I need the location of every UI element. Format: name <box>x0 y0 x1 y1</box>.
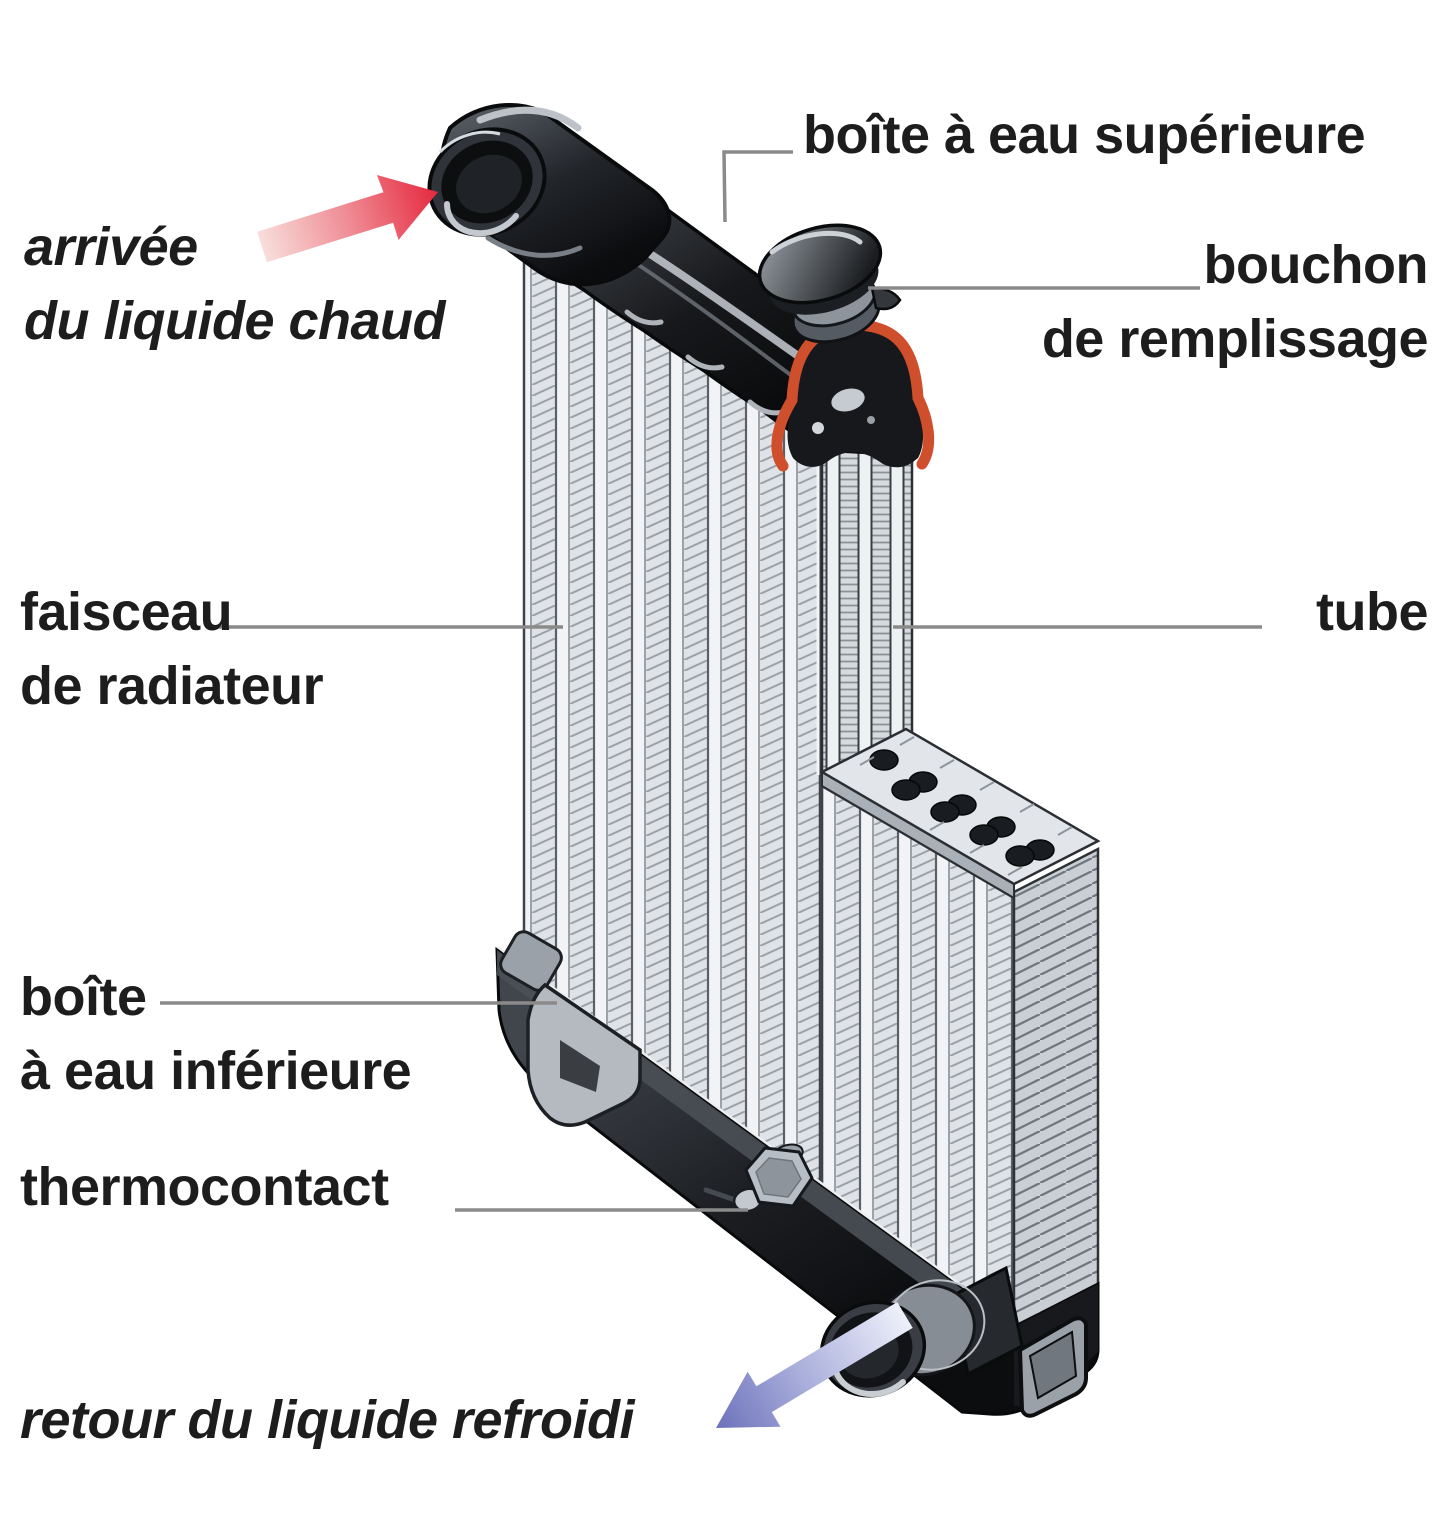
label-bottom-tank: boîte à eau inférieure <box>20 960 412 1108</box>
label-core: faisceau de radiateur <box>20 575 324 723</box>
label-hot-inlet-line2: du liquide chaud <box>24 291 446 351</box>
plate-hole <box>869 749 899 771</box>
label-thermocontact-text: thermocontact <box>20 1157 389 1217</box>
label-hot-inlet: arrivée du liquide chaud <box>24 210 446 358</box>
inlet-pipe-highlight <box>476 106 582 132</box>
core-side-face <box>1012 846 1100 1330</box>
leader-lines <box>160 150 1262 1212</box>
plate-hatch-marks <box>859 736 1073 876</box>
plate-holes <box>859 736 1073 876</box>
bracket-notch <box>560 1040 600 1092</box>
label-thermocontact: thermocontact <box>20 1150 389 1224</box>
thermocontact-fitting <box>703 1143 814 1213</box>
mounting-pad-inner <box>1028 1330 1078 1400</box>
cooled-return-arrow <box>716 1302 913 1428</box>
label-tube: tube <box>1316 575 1429 649</box>
filler-cap-highlight <box>769 230 863 255</box>
hot-inlet-arrow <box>257 175 438 263</box>
label-top-tank-text: boîte à eau supérieure <box>803 105 1366 165</box>
top-tank <box>427 103 935 472</box>
label-tube-text: tube <box>1316 582 1429 642</box>
plate-hole <box>891 779 921 801</box>
bracket-tab <box>499 930 563 992</box>
label-top-tank: boîte à eau supérieure <box>803 98 1366 172</box>
thermocontact-hex-facet <box>755 1157 802 1198</box>
label-filler-cap: bouchon de remplissage <box>1041 228 1429 376</box>
label-bottom-tank-line1: boîte <box>20 967 147 1027</box>
inlet-pipe-rim-highlight <box>438 130 501 154</box>
tube-sheet-plate <box>819 727 1101 900</box>
inlet-pipe-bore <box>456 154 522 214</box>
outlet-pipe-highlight <box>833 1369 906 1398</box>
inlet-pipe-bore-highlight <box>444 201 519 237</box>
label-cooled-return: retour du liquide refroidi <box>20 1383 635 1457</box>
label-cooled-return-text: retour du liquide refroidi <box>20 1390 635 1450</box>
label-core-line1: faisceau <box>20 582 233 642</box>
cutaway-reflection <box>831 388 865 412</box>
label-hot-inlet-line1: arrivée <box>24 217 198 277</box>
label-filler-cap-line1: bouchon <box>1203 235 1429 295</box>
label-core-line2: de radiateur <box>20 656 324 716</box>
filler-cap <box>757 223 902 344</box>
mounting-pad <box>1017 1316 1088 1418</box>
mounting-bracket <box>499 930 642 1127</box>
leader-top-tank <box>722 150 793 223</box>
plate-hole <box>930 801 960 823</box>
label-filler-cap-line2: de remplissage <box>1041 309 1429 369</box>
inlet-pipe <box>427 103 672 287</box>
plate-hole <box>1005 845 1035 867</box>
cutaway-reflection-dot <box>812 422 824 434</box>
bracket-hook <box>526 982 642 1127</box>
cutaway-reflection-dot2 <box>867 416 875 424</box>
filler-cap-lid <box>757 223 883 305</box>
tube-2 <box>857 401 873 801</box>
radiator-core <box>522 243 1100 1330</box>
plate-hole <box>969 824 999 846</box>
label-bottom-tank-line2: à eau inférieure <box>20 1041 412 1101</box>
filler-cap-tab <box>870 286 902 311</box>
inlet-pipe-lower-sheen <box>485 235 583 258</box>
